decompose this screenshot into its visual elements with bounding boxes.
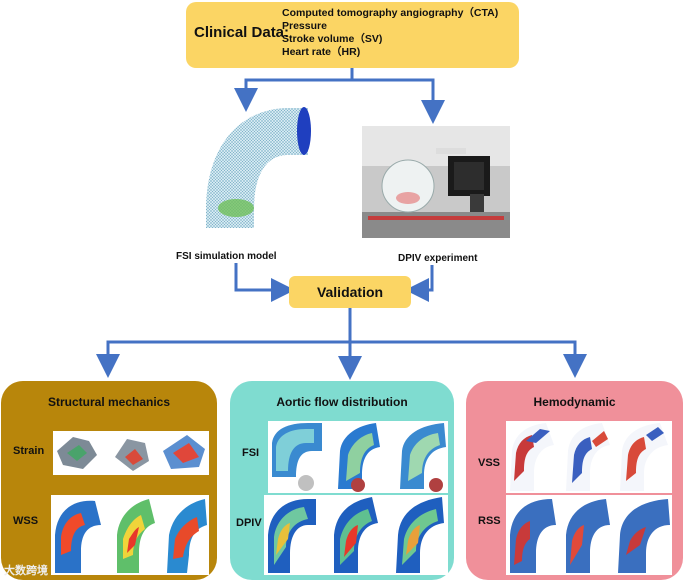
clinical-item-sv: Stroke volume（SV)	[282, 33, 383, 45]
arrow-fsi-to-validation	[234, 263, 295, 302]
arrow-dpiv-to-validation	[405, 265, 434, 302]
hemodynamic-title: Hemodynamic	[533, 395, 616, 409]
arrow-to-dpiv-experiment	[352, 78, 445, 124]
hemodynamic-panel: Hemodynamic VSS RSS	[466, 381, 683, 580]
structural-mechanics-title: Structural mechanics	[47, 395, 171, 409]
watermark-text: 大数跨境	[4, 565, 48, 577]
clinical-data-list: Computed tomography angiography（CTA) Pre…	[282, 7, 498, 59]
wss-image	[51, 495, 209, 575]
vss-image	[506, 421, 672, 493]
fsi-row-label: FSI	[242, 447, 260, 459]
aortic-flow-distribution-panel: Aortic flow distribution FSI DPIV	[230, 381, 454, 580]
arrow-to-hemodynamic	[350, 340, 587, 378]
dpiv-experiment-image	[362, 126, 510, 238]
rss-label: RSS	[478, 515, 501, 527]
rss-image	[506, 495, 672, 575]
strain-image	[53, 431, 209, 475]
clinical-data-box: Clinical Data: Computed tomography angio…	[186, 2, 519, 68]
dpiv-row-label: DPIV	[236, 517, 262, 529]
arrow-to-structural	[96, 308, 352, 378]
strain-label: Strain	[13, 445, 45, 457]
clinical-item-pressure: Pressure	[282, 20, 327, 32]
structural-mechanics-panel: Structural mechanics Strain WSS	[1, 381, 217, 580]
aortic-flow-title: Aortic flow distribution	[276, 395, 408, 409]
validation-box: Validation	[289, 276, 411, 308]
arrow-to-fsi-model	[234, 68, 354, 112]
fsi-model-caption: FSI simulation model	[176, 251, 277, 262]
fsi-flow-image	[268, 421, 448, 493]
wss-label: WSS	[13, 515, 39, 527]
dpiv-flow-image	[264, 495, 448, 575]
clinical-item-cta: Computed tomography angiography（CTA)	[282, 7, 499, 19]
vss-label: VSS	[478, 457, 501, 469]
dpiv-experiment-caption: DPIV experiment	[398, 253, 478, 264]
clinical-item-hr: Heart rate（HR)	[282, 46, 361, 58]
fsi-mesh-model-image	[206, 107, 311, 228]
clinical-data-title: Clinical Data:	[194, 24, 290, 41]
